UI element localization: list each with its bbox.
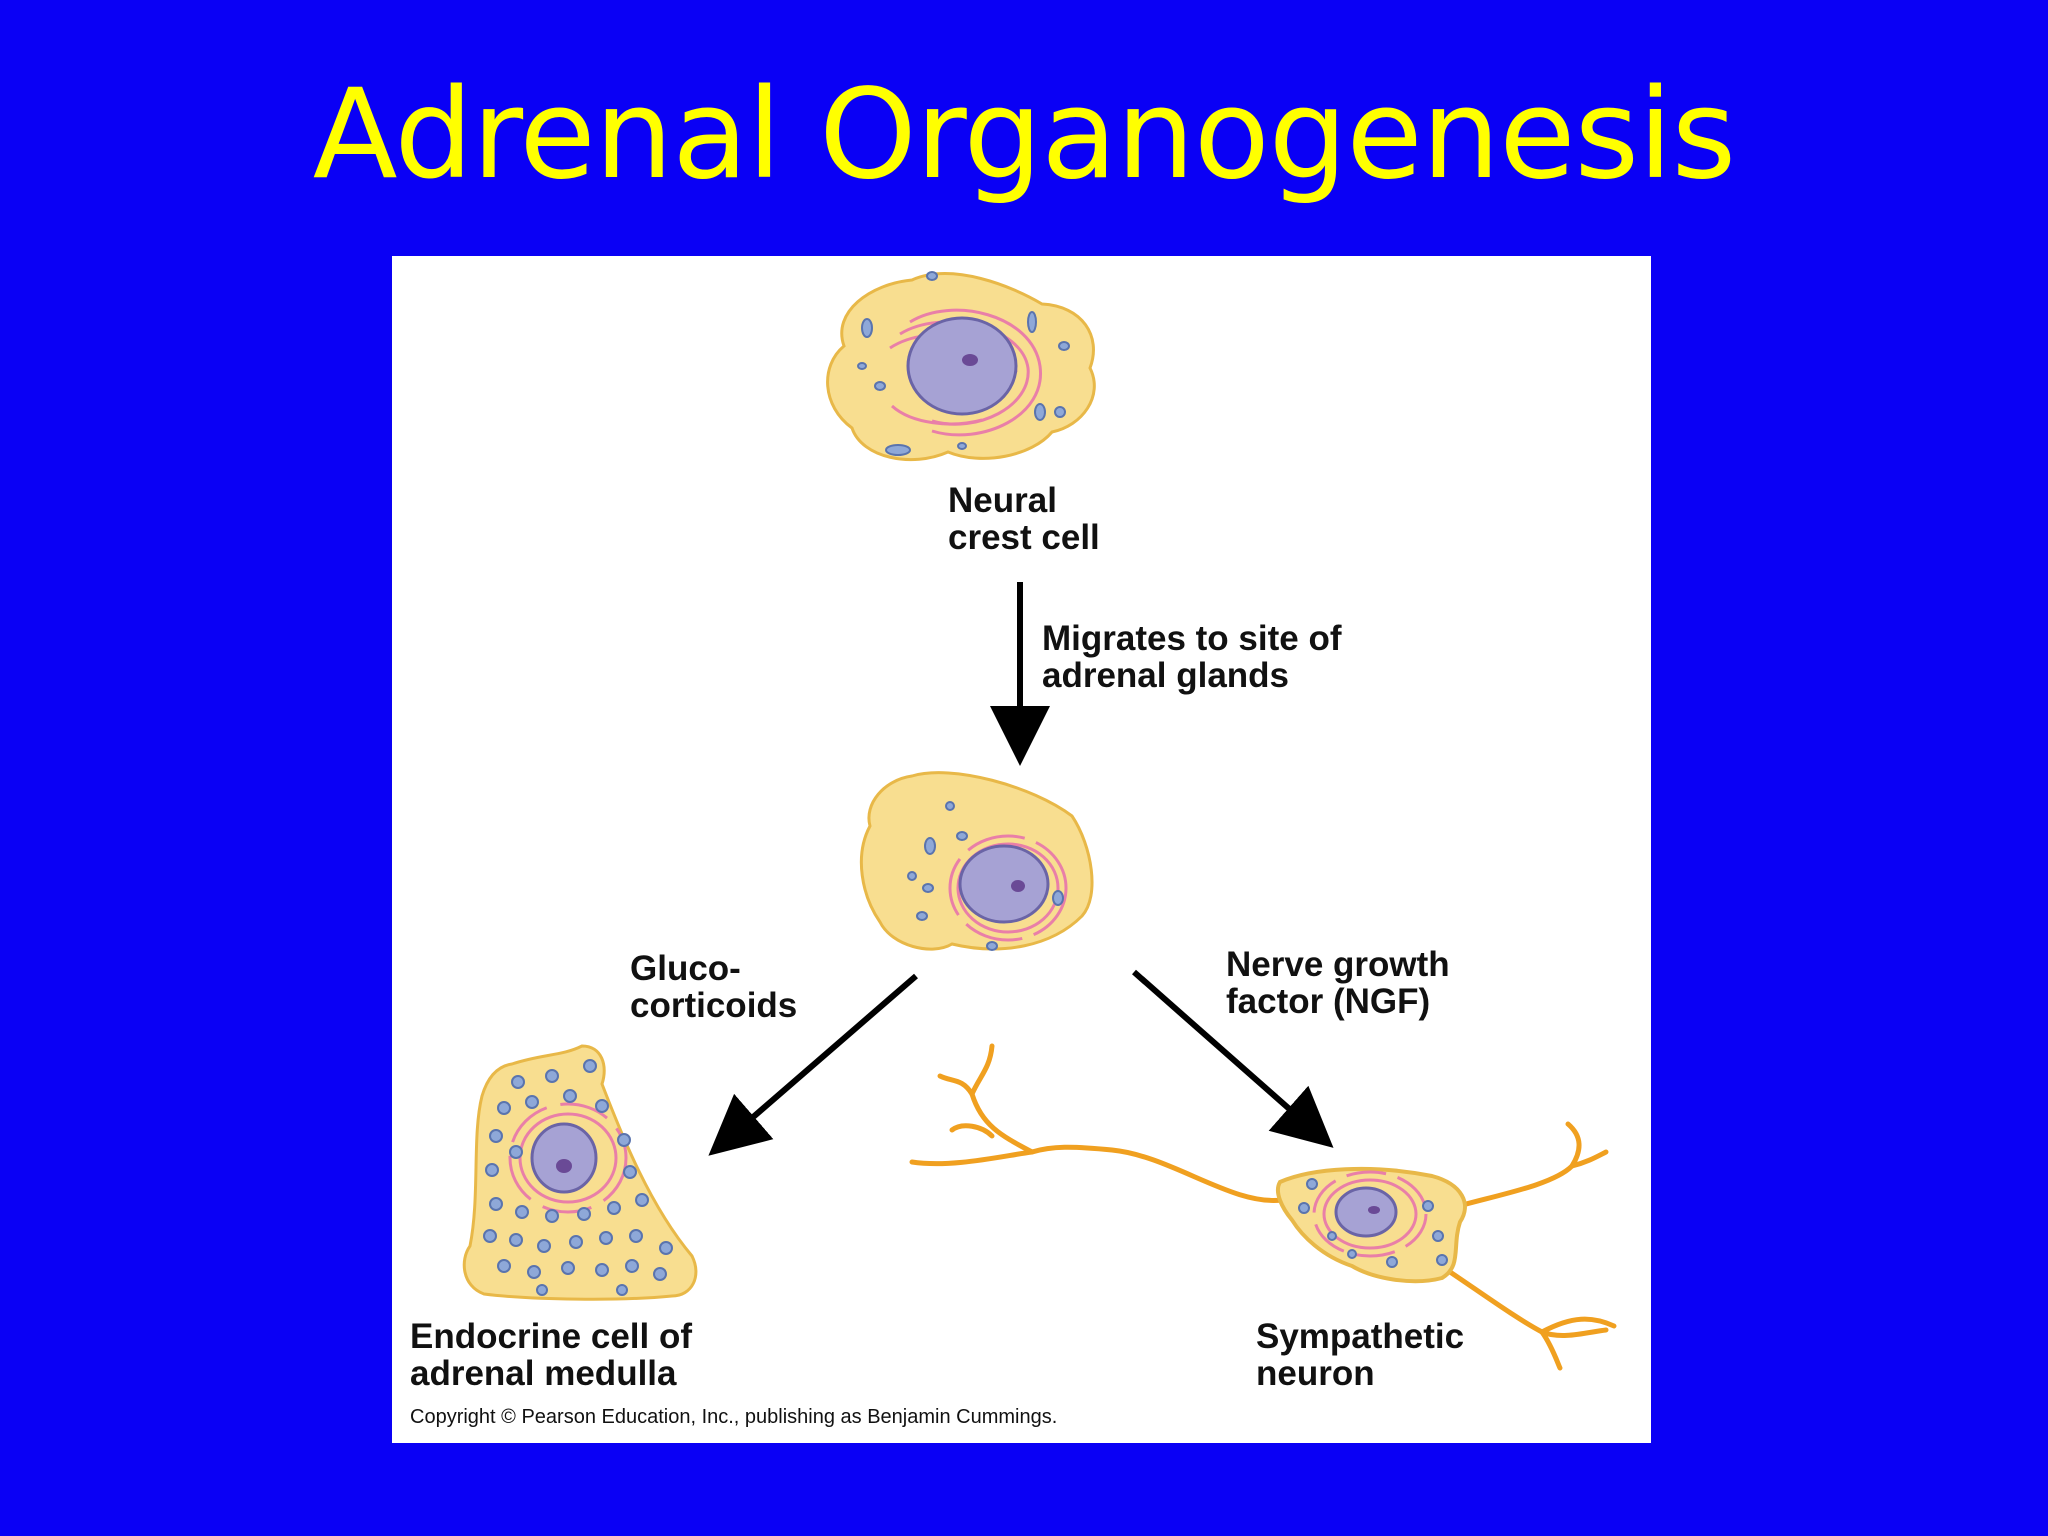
endocrine-label-line2: adrenal medulla	[410, 1354, 677, 1393]
glucocorticoid-arrow	[708, 973, 918, 1156]
neural-crest-label: Neural crest cell	[948, 482, 1100, 556]
figure-panel: Neural crest cell Migrates to site of ad…	[392, 256, 1651, 1443]
glucocorticoids-label-line1: Gluco-	[630, 949, 741, 988]
neuron-label: Sympathetic neuron	[1256, 1318, 1464, 1392]
glucocorticoids-label-line2: corticoids	[630, 986, 798, 1025]
slide-title: Adrenal Organogenesis	[312, 63, 1736, 207]
migration-label: Migrates to site of adrenal glands	[1042, 620, 1341, 694]
endocrine-cell	[462, 1044, 698, 1301]
diagram-graphics	[462, 271, 1617, 1371]
glucocorticoids-label: Gluco- corticoids	[630, 950, 797, 1024]
ngf-arrow	[1132, 969, 1334, 1148]
ngf-label-line1: Nerve growth	[1226, 945, 1450, 984]
migrating-cell	[859, 771, 1094, 951]
neuron-label-line1: Sympathetic	[1256, 1317, 1465, 1356]
ngf-label-line2: factor (NGF)	[1226, 982, 1431, 1021]
neural-crest-label-line1: Neural	[948, 481, 1057, 520]
sympathetic-neuron	[909, 1043, 1617, 1371]
endocrine-label-line1: Endocrine cell of	[410, 1317, 692, 1356]
ngf-label: Nerve growth factor (NGF)	[1226, 946, 1450, 1020]
neural-crest-cell	[826, 271, 1096, 462]
endocrine-label: Endocrine cell of adrenal medulla	[410, 1318, 692, 1392]
migration-label-line2: adrenal glands	[1042, 656, 1290, 695]
migration-label-line1: Migrates to site of	[1042, 619, 1342, 658]
neural-crest-label-line2: crest cell	[948, 518, 1100, 557]
neuron-label-line2: neuron	[1256, 1354, 1375, 1393]
copyright-notice: Copyright © Pearson Education, Inc., pub…	[410, 1406, 1058, 1428]
